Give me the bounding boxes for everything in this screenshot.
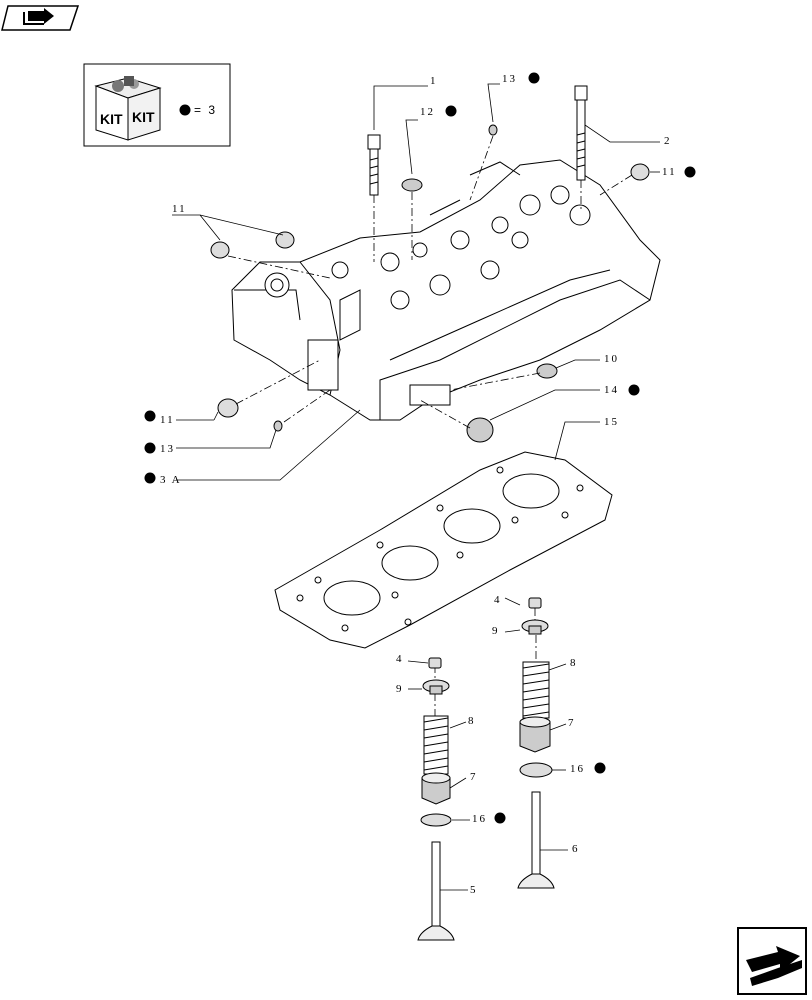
kit-box-icon: KIT KIT — [94, 76, 162, 141]
valve-assembly-left — [417, 657, 455, 941]
head-gasket — [274, 451, 613, 649]
seal-11-right — [630, 163, 650, 181]
plug-12 — [401, 178, 423, 192]
kit-word-left: KIT — [100, 111, 123, 127]
label-8-left: 8 — [468, 715, 476, 727]
label-4-left: 4 — [396, 653, 404, 665]
label-16-left: 16 — [472, 813, 487, 825]
label-7-left: 7 — [470, 771, 478, 783]
label-13-top: 13 — [502, 73, 517, 85]
label-11-lower: 11 — [160, 414, 175, 426]
label-6: 6 — [572, 843, 580, 855]
seal-11-left-a — [210, 241, 230, 259]
cylinder-head-drawing — [231, 159, 661, 421]
part-labels: 1 2 3 A 4 4 5 6 7 7 8 8 9 9 10 11 11 11 … — [160, 73, 677, 896]
plug-14 — [466, 417, 494, 443]
kit-equals-text: = 3 — [194, 103, 217, 117]
plug-13-top — [488, 124, 498, 136]
label-13-lower: 13 — [160, 443, 175, 455]
valve-assembly-right — [517, 597, 555, 889]
label-11-right: 11 — [662, 166, 677, 178]
seal-11-left-b — [275, 231, 295, 249]
label-14: 14 — [604, 384, 619, 396]
label-2: 2 — [664, 135, 672, 147]
label-9-right: 9 — [492, 625, 500, 637]
leader-lines — [172, 83, 660, 891]
next-page-arrow-icon[interactable] — [737, 927, 807, 995]
label-1: 1 — [430, 75, 438, 87]
label-11-top-left: 11 — [172, 203, 187, 215]
label-5: 5 — [470, 884, 478, 896]
label-3a: 3 A — [160, 474, 182, 486]
valve-spring-left — [423, 715, 449, 775]
book-arrow-icon[interactable] — [1, 5, 80, 31]
label-4-right: 4 — [494, 594, 502, 606]
seal-11-lower — [217, 398, 239, 418]
head-bolt-short — [367, 134, 381, 196]
kit-markers — [144, 72, 696, 824]
label-9-left: 9 — [396, 683, 404, 695]
valve-spring-right — [522, 661, 550, 719]
head-bolt-long — [574, 85, 588, 181]
kit-legend: KIT KIT = 3 — [83, 63, 231, 147]
label-16-right: 16 — [570, 763, 585, 775]
kit-bullet-icon — [179, 104, 191, 116]
kit-word-right: KIT — [132, 109, 155, 125]
label-7-right: 7 — [568, 717, 576, 729]
plug-10 — [536, 363, 558, 379]
assembly-lines — [227, 135, 633, 718]
label-15: 15 — [604, 416, 619, 428]
plug-13-lower — [273, 420, 283, 432]
label-8-right: 8 — [570, 657, 578, 669]
label-12: 12 — [420, 106, 435, 118]
label-10: 10 — [604, 353, 619, 365]
